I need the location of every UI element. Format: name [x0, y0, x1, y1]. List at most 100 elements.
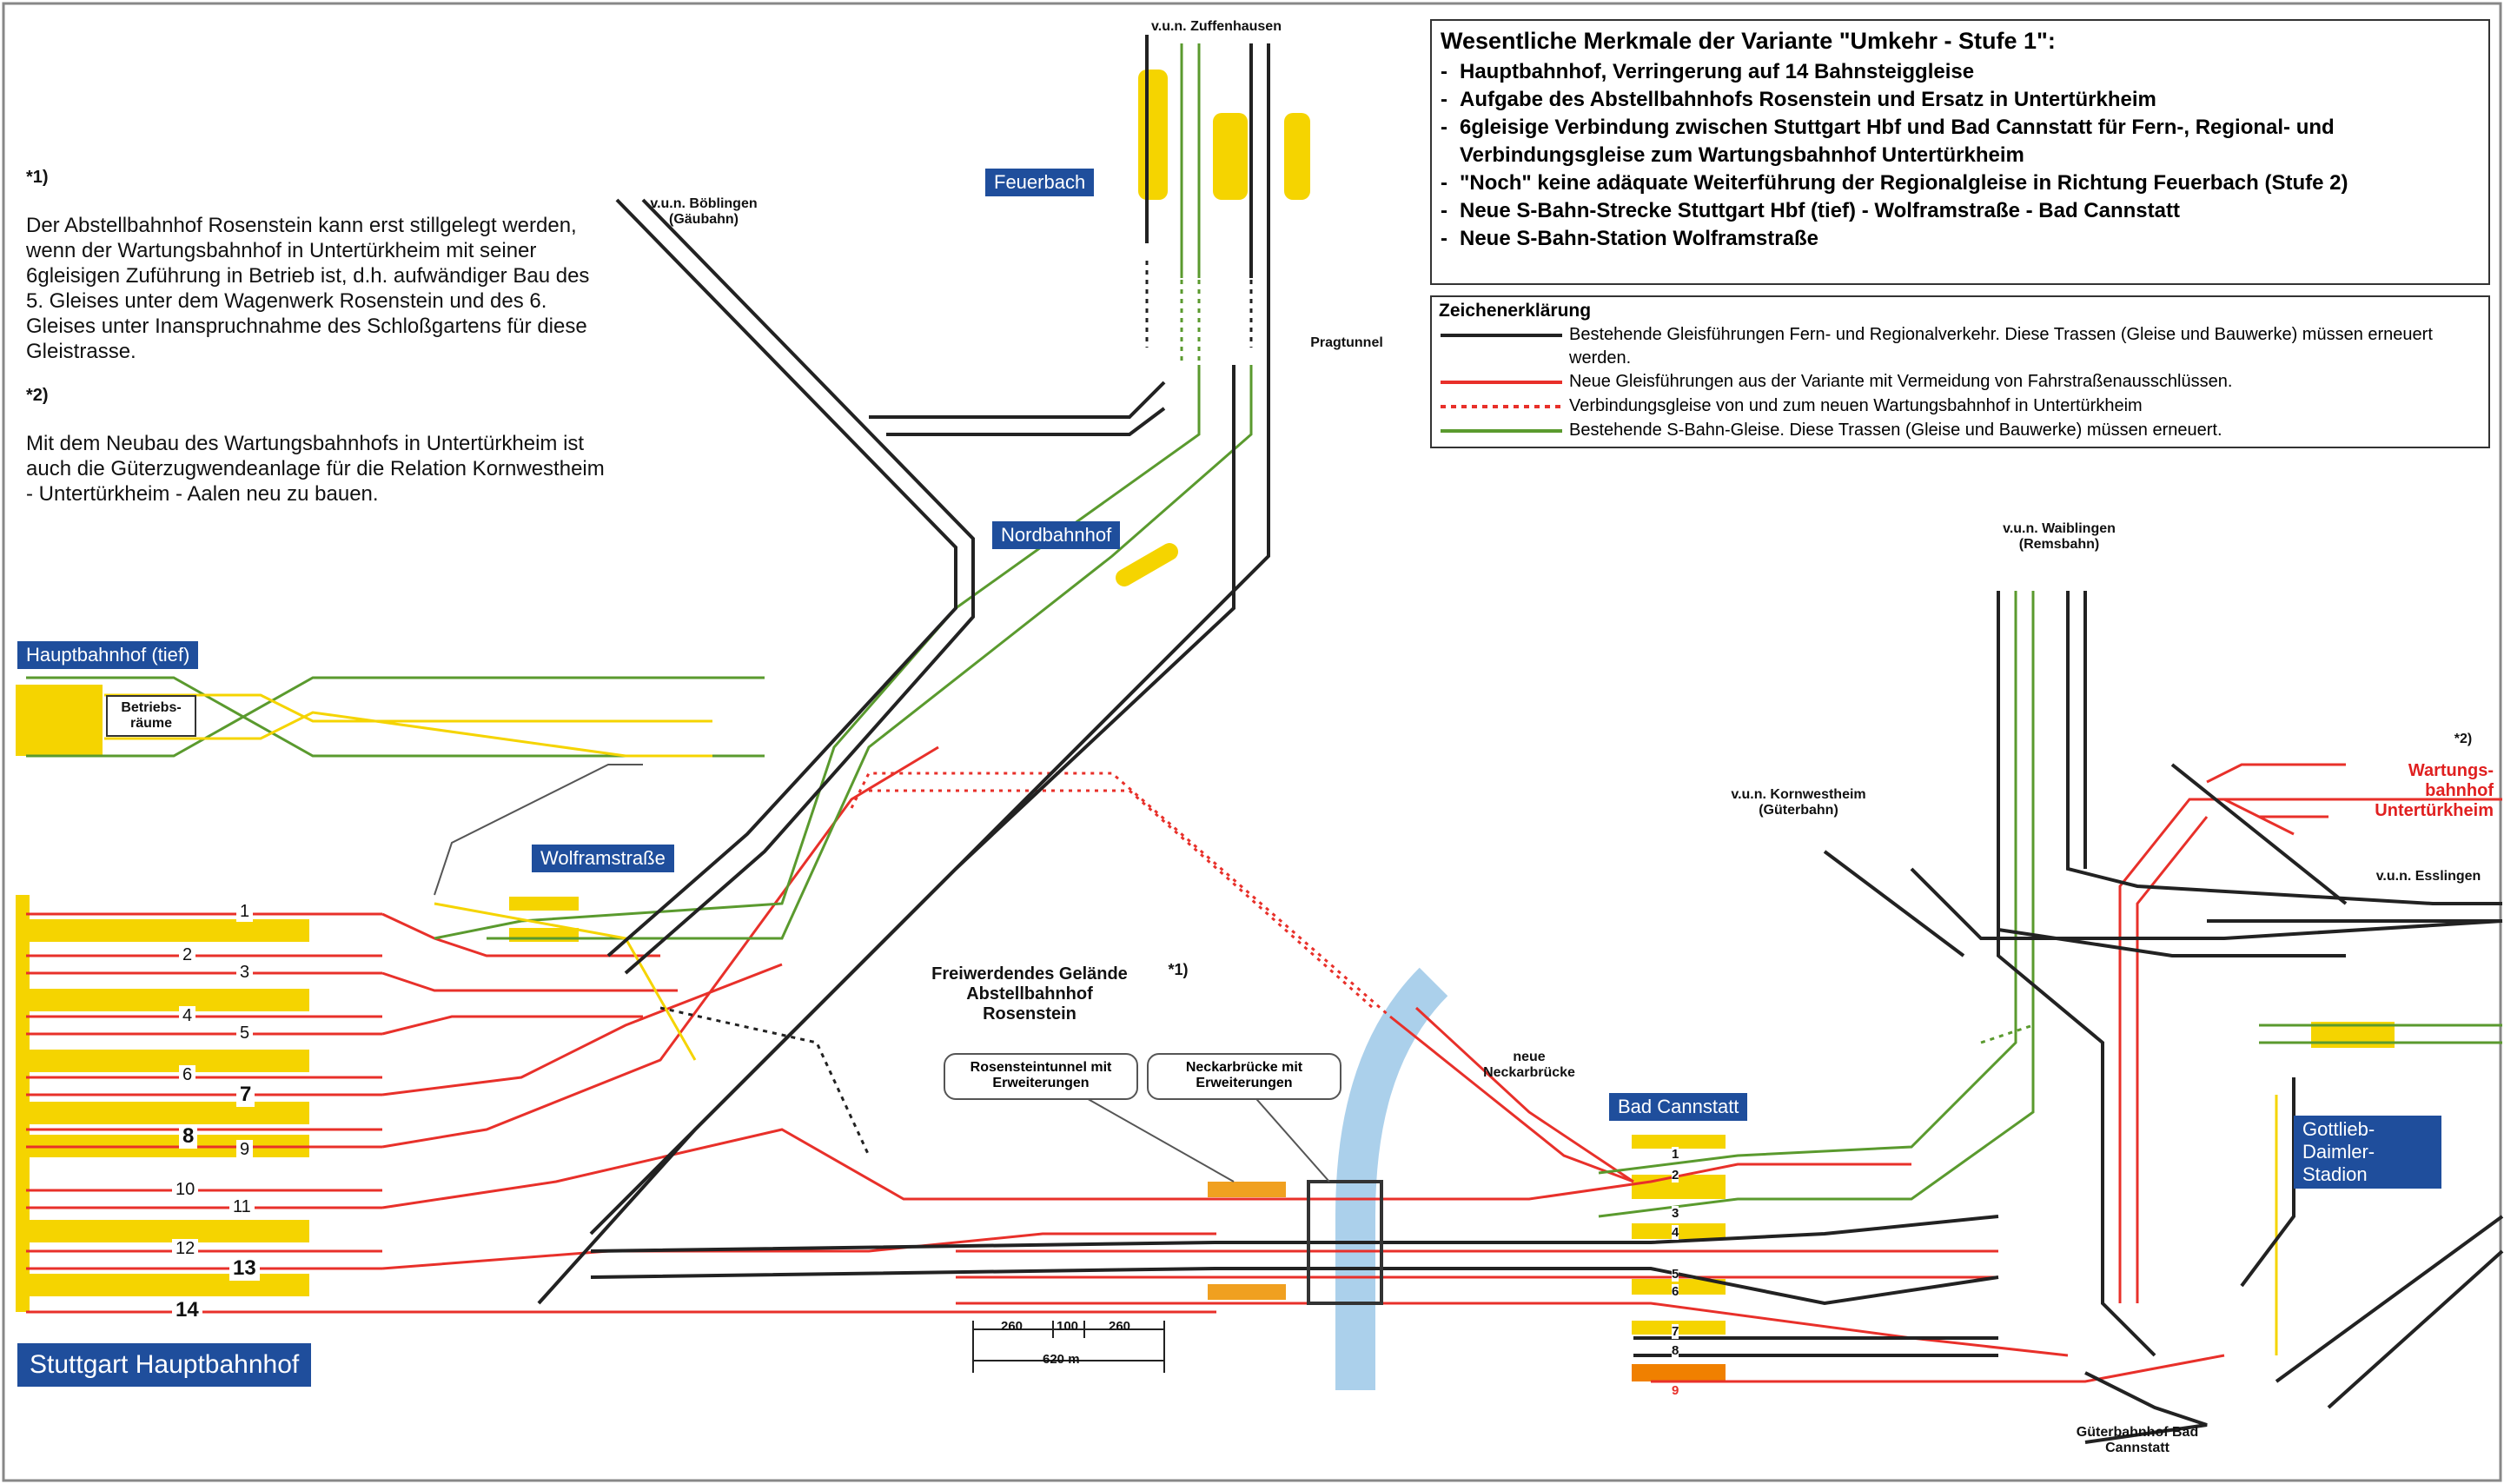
feuerbach-platform-c: [1284, 113, 1310, 200]
hbf-track-number: 8: [179, 1124, 198, 1149]
feature-item: Neue S-Bahn-Station Wolframstraße: [1441, 225, 2480, 253]
features-box: Wesentliche Merkmale der Variante "Umkeh…: [1430, 19, 2490, 285]
label-freiwerdendes: Freiwerdendes Gelände Abstellbahnhof Ros…: [931, 964, 1128, 1024]
bc-platform-1: [1632, 1135, 1726, 1149]
hbf-track-number: 5: [236, 1024, 254, 1043]
feuerbach-platform-b: [1213, 113, 1248, 200]
hbf-tief-platform: [16, 685, 103, 756]
label-freiwerdendes-mark: *1): [1168, 961, 1189, 978]
hbf-track-number: 14: [172, 1298, 202, 1322]
note-mark-1: *1): [26, 168, 49, 187]
hbf-track-number: 2: [179, 945, 196, 965]
bc-track-number: 8: [1672, 1343, 1679, 1358]
features-list: Hauptbahnhof, Verringerung auf 14 Bahnst…: [1441, 58, 2480, 253]
bc-track-number: 2: [1672, 1168, 1679, 1183]
note-text-2: Mit dem Neubau des Wartungsbahnhofs in U…: [26, 432, 605, 506]
note-text-1: Der Abstellbahnhof Rosenstein kann erst …: [26, 214, 590, 363]
label-esslingen: v.u.n. Esslingen: [2375, 869, 2481, 884]
bc-track-number: 1: [1672, 1147, 1679, 1162]
label-wartungsbahnhof: Wartungs- bahnhof Untertürkheim: [2375, 761, 2494, 820]
scale-label: 100: [1057, 1319, 1079, 1334]
nordbahnhof-platform: [1116, 543, 1178, 586]
station-gottlieb-daimler: Gottlieb-Daimler-Stadion: [2294, 1116, 2441, 1189]
label-neue-neckarbruecke: neue Neckarbrücke: [1483, 1050, 1575, 1080]
hbf-platform-3-4: [24, 989, 309, 1011]
station-wolframstrasse: Wolframstraße: [532, 845, 674, 872]
hbf-platform-7-8: [24, 1102, 309, 1124]
callout-neckarbruecke: Neckarbrücke mit Erweiterungen: [1147, 1053, 1341, 1100]
red-tracks: [26, 745, 2502, 1383]
scale-bar: [972, 1321, 1165, 1373]
hbf-track-number: 11: [229, 1197, 255, 1217]
hbf-platforms: [16, 70, 2395, 1335]
station-hbf-tief: Hauptbahnhof (tief): [17, 641, 199, 669]
green-dotted: [1180, 261, 2034, 1044]
legend-text: Neue Gleisführungen aus der Variante mit…: [1569, 372, 2233, 391]
yellow-tracks: [104, 693, 2278, 1355]
feature-item: Neue S-Bahn-Strecke Stuttgart Hbf (tief)…: [1441, 197, 2480, 225]
label-gueterbahnhof: Güterbahnhof Bad Cannstatt: [2076, 1425, 2199, 1455]
wolfram-platform-a: [509, 897, 579, 911]
rosensteintunnel-south: [1208, 1284, 1286, 1300]
feuerbach-platform-a: [1138, 70, 1168, 200]
hbf-track-number: 13: [229, 1256, 260, 1281]
features-title: Wesentliche Merkmale der Variante "Umkeh…: [1441, 28, 2056, 54]
existing-dotted: [659, 261, 1253, 1156]
scale-label: 620 m: [1043, 1352, 1080, 1367]
bc-track-number: 5: [1672, 1267, 1679, 1282]
neckarbruecke-block: [1307, 1180, 1383, 1305]
bc-platform-9: [1632, 1364, 1726, 1381]
label-kornwestheim: v.u.n. Kornwestheim (Güterbahn): [1731, 787, 1866, 818]
station-feuerbach: Feuerbach: [985, 169, 1095, 196]
legend-text: Bestehende Gleisführungen Fern- und Regi…: [1569, 325, 2433, 368]
hbf-platform-5-6: [24, 1050, 309, 1072]
hbf-track-number: 3: [236, 963, 254, 983]
scale-label: 260: [1109, 1319, 1131, 1334]
station-stuttgart-hbf: Stuttgart Hauptbahnhof: [17, 1343, 312, 1387]
neckar-river: [1335, 967, 1448, 1390]
hbf-track-number: 9: [236, 1140, 254, 1160]
station-nordbahnhof: Nordbahnhof: [992, 521, 1121, 549]
bc-track-number: 7: [1672, 1324, 1679, 1339]
scale-label: 260: [1001, 1319, 1023, 1334]
callout-leaders: [434, 764, 1330, 1183]
label-pragtunnel: Pragtunnel: [1310, 335, 1383, 350]
legend-swatch-dotted: [1441, 405, 1562, 408]
bc-track-number: 3: [1672, 1206, 1679, 1221]
hbf-track-number: 6: [179, 1065, 196, 1085]
bc-track-number: 6: [1672, 1284, 1679, 1299]
feature-item: Hauptbahnhof, Verringerung auf 14 Bahnst…: [1441, 58, 2480, 86]
legend-swatch-existing: [1441, 334, 1562, 337]
label-wartungs-mark: *2): [2454, 732, 2473, 746]
label-boeblingen: v.u.n. Böblingen (Gäubahn): [650, 196, 758, 227]
callout-rosensteintunnel: Rosensteintunnel mit Erweiterungen: [944, 1053, 1138, 1100]
label-waiblingen: v.u.n. Waiblingen (Remsbahn): [2003, 521, 2116, 552]
legend-box: Zeichenerklärung Bestehende Gleisführung…: [1430, 295, 2490, 448]
bc-track-number: 4: [1672, 1225, 1679, 1240]
legend-text: Bestehende S-Bahn-Gleise. Diese Trassen …: [1569, 421, 2222, 440]
legend-swatch-new: [1441, 381, 1562, 384]
label-betriebsraeume: Betriebs- räume: [106, 695, 196, 737]
legend-swatch-sbahn: [1441, 429, 1562, 433]
rosensteintunnel-north: [1208, 1182, 1286, 1197]
hbf-platform-1-2: [24, 919, 309, 942]
hbf-platform-13-14: [24, 1274, 309, 1296]
feature-item: 6gleisige Verbindung zwischen Stuttgart …: [1441, 114, 2480, 169]
wolfram-platform-b: [509, 928, 579, 942]
hbf-track-number: 10: [172, 1180, 199, 1200]
hbf-track-number: 4: [179, 1006, 196, 1026]
station-bad-cannstatt: Bad Cannstatt: [1609, 1093, 1748, 1121]
label-zuffenhausen: v.u.n. Zuffenhausen: [1151, 19, 1282, 34]
note-mark-2: *2): [26, 386, 49, 405]
hbf-track-number: 12: [172, 1239, 199, 1259]
bc-track-number: 9: [1672, 1383, 1679, 1398]
red-dotted-tracks: [850, 772, 1391, 1018]
hbf-track-number: 1: [236, 902, 254, 922]
hbf-track-number: 7: [236, 1083, 255, 1107]
feature-item: "Noch" keine adäquate Weiterführung der …: [1441, 169, 2480, 197]
hbf-platform-11-12: [24, 1220, 309, 1242]
feature-item: Aufgabe des Abstellbahnhofs Rosenstein u…: [1441, 86, 2480, 114]
legend-text: Verbindungsgleise von und zum neuen Wart…: [1569, 396, 2143, 415]
legend-title: Zeichenerklärung: [1439, 301, 1592, 321]
